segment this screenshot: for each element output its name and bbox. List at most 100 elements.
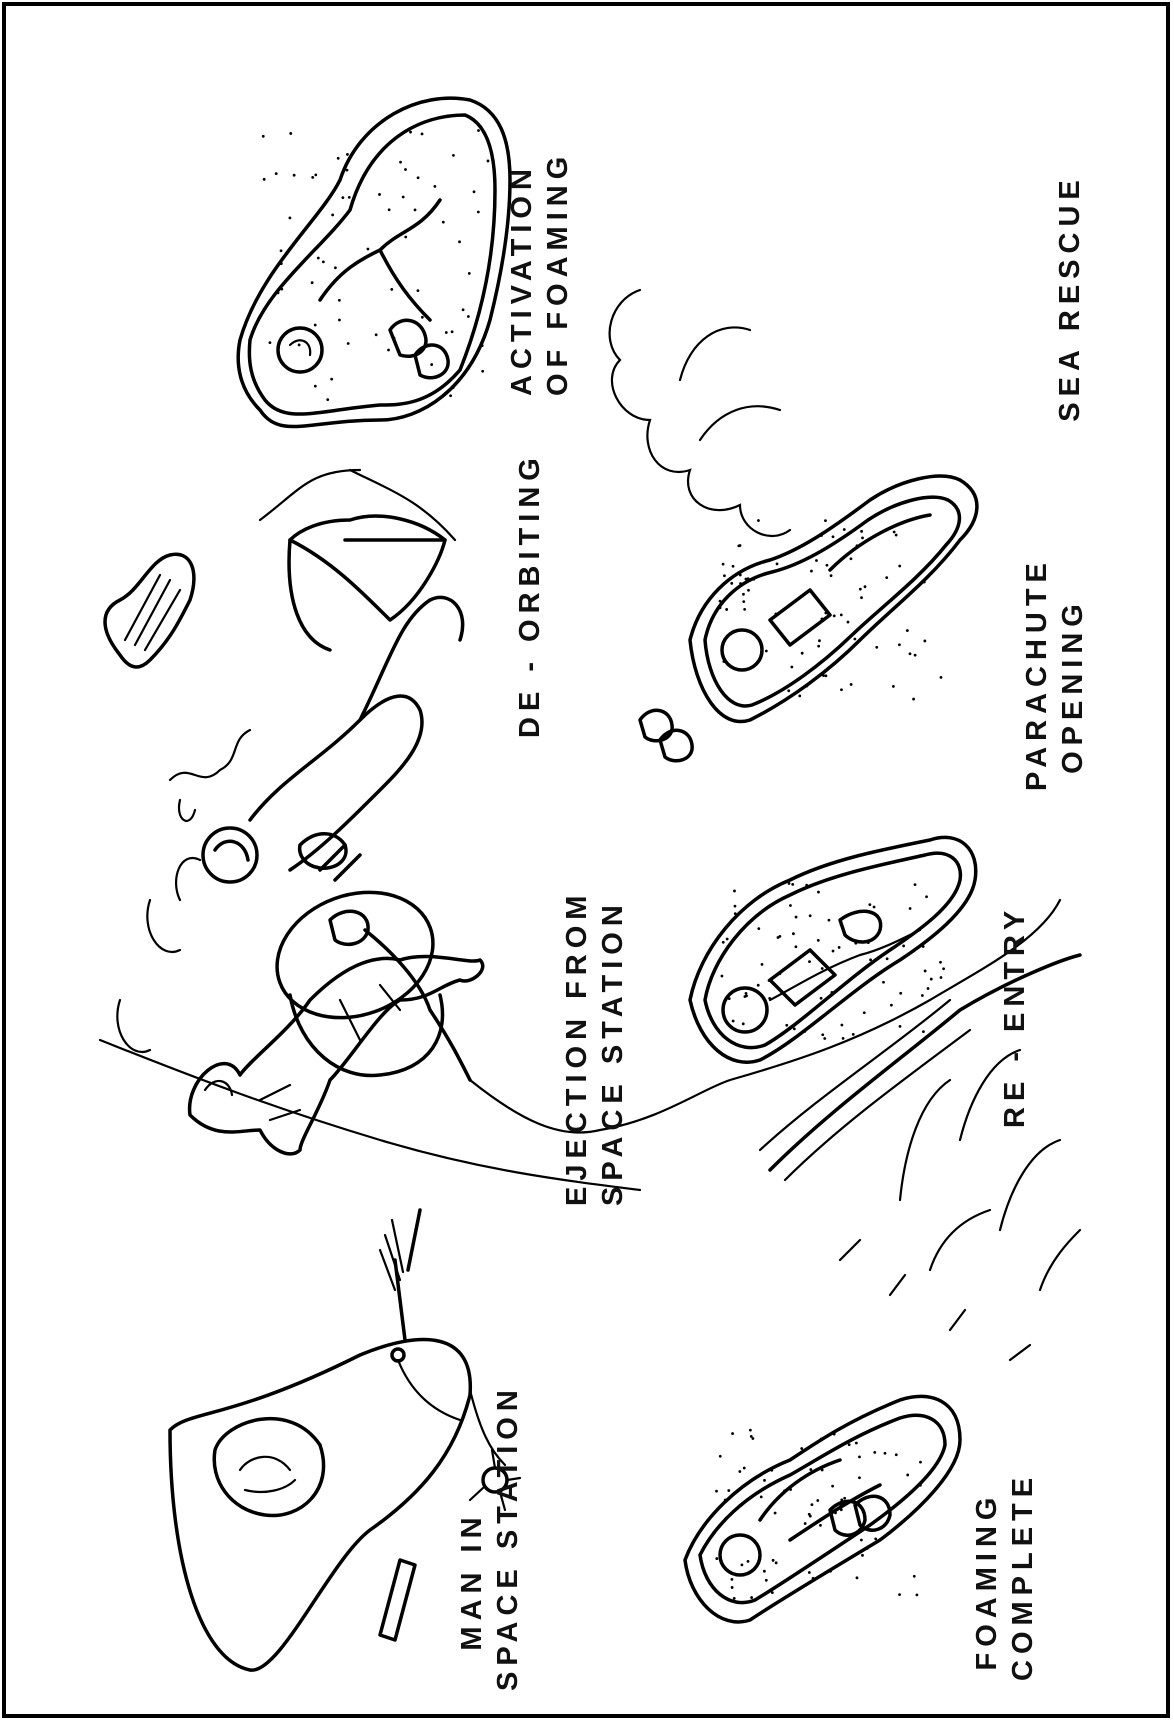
foam-dot — [821, 1033, 824, 1036]
foam-dot — [794, 945, 797, 948]
label-line: PARACHUTE — [1019, 581, 1055, 791]
foam-dot — [840, 1024, 843, 1027]
foam-dot — [922, 1030, 925, 1033]
foam-dot — [895, 1453, 898, 1456]
foam-dot — [451, 330, 454, 333]
foam-dot — [785, 1024, 788, 1027]
foam-dot — [462, 308, 465, 311]
foam-dot — [909, 907, 912, 910]
foam-dot — [375, 333, 378, 336]
foam-dot — [774, 613, 777, 616]
foam-dot — [739, 574, 742, 577]
foam-dot — [898, 1593, 901, 1596]
foam-dot — [770, 1469, 773, 1472]
foam-dot — [742, 593, 745, 596]
foam-dot — [734, 912, 737, 915]
foam-dot — [916, 1593, 919, 1596]
foam-dot — [791, 883, 794, 886]
foam-dot — [868, 903, 871, 906]
foam-dot — [856, 544, 859, 547]
foam-dot — [942, 967, 945, 970]
foam-dot — [884, 1452, 887, 1455]
label-sea-rescue: SEA RESCUE — [1052, 168, 1088, 428]
foam-dot — [811, 1503, 814, 1506]
foam-dot — [790, 666, 793, 669]
foam-dot — [388, 208, 391, 211]
foam-dot — [798, 695, 801, 698]
foam-dot — [899, 992, 902, 995]
label-man-in-space-station: MAN IN SPACE STATION — [454, 1471, 526, 1691]
foam-dot — [328, 233, 331, 236]
foam-dot — [404, 236, 407, 239]
heat-shield-icon — [105, 554, 194, 667]
foam-dot — [808, 1571, 811, 1574]
label-activation: ACTIVATION OF FOAMING — [504, 176, 576, 396]
parachute-cloud-icon — [610, 290, 977, 761]
foam-dot — [293, 174, 296, 177]
foam-dot — [778, 935, 781, 938]
foam-dot — [311, 176, 314, 179]
foam-dot — [864, 585, 867, 588]
foam-dot — [816, 1499, 819, 1502]
foam-dot — [940, 976, 943, 979]
foam-dot — [467, 315, 470, 318]
foam-dot — [831, 1485, 834, 1488]
foam-dot — [805, 685, 808, 688]
foam-dot — [789, 1488, 792, 1491]
foam-dot — [311, 281, 314, 284]
foam-dot — [757, 519, 760, 522]
foam-dot — [772, 1559, 775, 1562]
foam-dot — [449, 394, 452, 397]
foam-dot — [334, 266, 337, 269]
foam-dot — [749, 1429, 752, 1432]
foam-dot — [338, 319, 341, 322]
foam-dot — [314, 324, 317, 327]
foam-dot — [347, 342, 350, 345]
foam-dot — [860, 530, 863, 533]
label-line: ACTIVATION — [504, 176, 540, 396]
foam-dot — [775, 1561, 778, 1564]
foam-dot — [750, 1596, 753, 1599]
foam-dot — [765, 1579, 768, 1582]
foam-dot — [280, 288, 283, 291]
foam-dot — [721, 975, 724, 978]
foam-dot — [338, 299, 341, 302]
foam-dot — [820, 1437, 823, 1440]
label-line: SPACE STATION — [595, 926, 631, 1206]
foam-dot — [848, 1443, 851, 1446]
foam-dot — [742, 1022, 745, 1025]
foam-dot — [838, 946, 841, 949]
foam-dot — [854, 942, 857, 945]
foam-dot — [263, 178, 266, 181]
foam-dot — [892, 685, 895, 688]
label-line: MAN IN — [454, 1471, 490, 1691]
foam-dot — [927, 987, 930, 990]
foam-dot — [825, 674, 828, 677]
foam-dot — [346, 169, 349, 172]
foam-dot — [421, 316, 424, 319]
foam-dot — [757, 984, 760, 987]
foam-dot — [280, 249, 283, 252]
foam-dot — [774, 1512, 777, 1515]
foam-dot — [445, 331, 448, 334]
foam-dot — [430, 363, 433, 366]
foam-dot — [873, 906, 876, 909]
foam-dot — [860, 596, 863, 599]
label-re-entry: RE - ENTRY — [997, 928, 1033, 1128]
foam-dot — [351, 264, 354, 267]
foam-dot — [750, 1435, 753, 1438]
foam-dot — [783, 1489, 786, 1492]
foam-dot — [779, 972, 782, 975]
foam-dot — [877, 1540, 880, 1543]
foam-dot — [265, 281, 268, 284]
foam-dot — [809, 914, 812, 917]
foam-dot — [919, 1484, 922, 1487]
foam-dot — [719, 600, 722, 603]
foam-dot — [421, 133, 424, 136]
foam-dot — [902, 945, 905, 948]
foam-dot — [732, 565, 735, 568]
foam-dot — [417, 289, 420, 292]
foam-dot — [771, 1591, 774, 1594]
label-de-orbiting: DE - ORBITING — [512, 498, 548, 738]
foam-dot — [840, 613, 843, 616]
